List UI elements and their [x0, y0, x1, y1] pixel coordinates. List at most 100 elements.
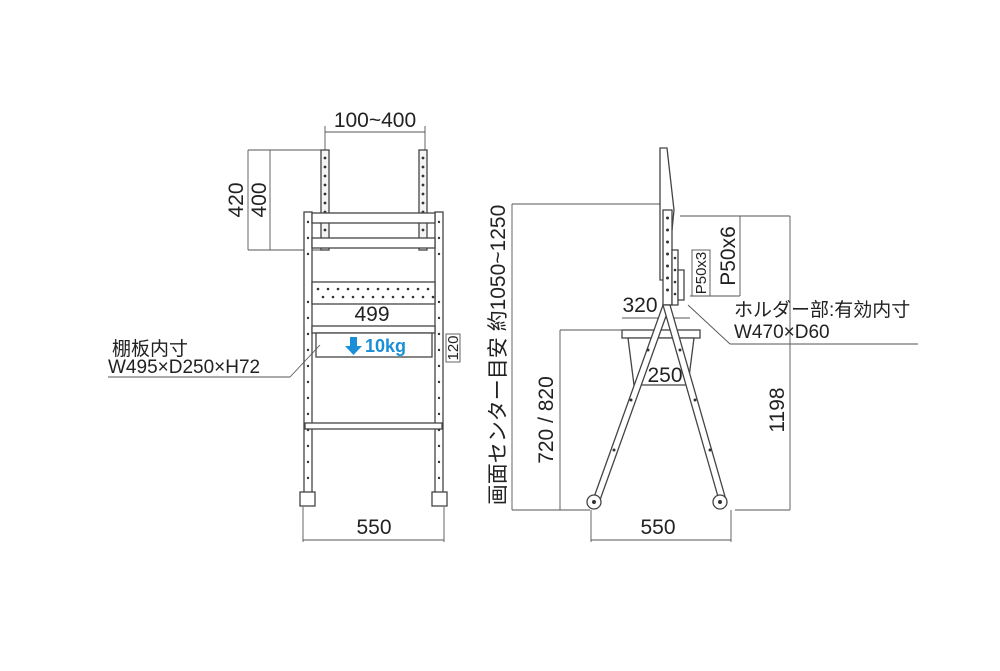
perforation-hole: [401, 295, 405, 299]
perforation-hole: [678, 348, 682, 352]
shelf-height-label: 720 / 820: [535, 376, 558, 464]
holder-size: W470×D60: [734, 322, 830, 343]
vesa-brackets: [320, 149, 428, 251]
perforation-hole: [421, 183, 425, 187]
perforation-hole: [437, 252, 441, 256]
front-view: 100~400 420 400: [108, 109, 462, 542]
perforation-hole: [666, 228, 669, 232]
perforation-hole: [306, 316, 310, 320]
shelf-inner-size: W495×D250×H72: [108, 357, 260, 378]
perforation-hole: [646, 348, 650, 352]
perforation-hole: [673, 268, 677, 272]
perforation-hole: [437, 380, 441, 384]
perforation-hole: [666, 264, 669, 268]
shelf-gap-dimension: 120: [445, 333, 462, 363]
perforation-hole: [437, 348, 441, 352]
perforation-hole: [306, 364, 310, 368]
perforation-hole: [431, 295, 435, 299]
perforation-hole: [437, 316, 441, 320]
holder-title: ホルダー部:有効内寸: [734, 299, 910, 321]
perforation-hole: [396, 287, 400, 291]
perforation-hole: [306, 236, 310, 240]
perforation-hole: [366, 287, 370, 291]
top-depth-dimension: 320: [622, 294, 690, 319]
bracket-outer-height-label: 420: [225, 182, 248, 217]
perforation-hole: [351, 295, 355, 299]
perforation-hole: [323, 174, 327, 178]
perforation-hole: [666, 288, 669, 292]
perforation-hole: [406, 287, 410, 291]
perforation-hole: [306, 396, 310, 400]
perforation-hole: [323, 201, 327, 205]
perforation-hole: [386, 287, 390, 291]
perforation-hole: [437, 220, 441, 224]
perforation-hole: [306, 412, 310, 416]
perforation-hole: [673, 280, 677, 284]
perforation-hole: [437, 428, 441, 432]
perforation-hole: [391, 295, 395, 299]
shelf-width-label: 499: [354, 303, 389, 326]
perforation-hole: [316, 287, 320, 291]
perforation-hole: [437, 412, 441, 416]
perforation-hole: [323, 228, 327, 232]
screen-center-label: 画面センター目安 約1050~1250: [487, 205, 510, 506]
perforation-hole: [629, 398, 633, 402]
perforation-hole: [437, 364, 441, 368]
perforation-hole: [673, 256, 677, 260]
perforation-hole: [341, 295, 345, 299]
perforation-hole: [708, 448, 712, 452]
perforation-hole: [421, 192, 425, 196]
perforation-hole: [426, 287, 430, 291]
perforation-hole: [376, 287, 380, 291]
side-legs: [586, 304, 728, 510]
top-depth-label: 320: [622, 294, 657, 317]
arrow-down-icon: [345, 337, 362, 355]
perforation-hole: [361, 295, 365, 299]
perforation-hole: [323, 192, 327, 196]
vesa-width-dimension: 100~400: [324, 109, 426, 150]
pitch-dimensions: P50x6 P50x3: [680, 215, 790, 297]
perforation-hole: [306, 476, 310, 480]
side-base-width-dimension: 550: [590, 510, 732, 542]
vesa-width-label: 100~400: [334, 109, 416, 132]
side-base-width-label: 550: [640, 516, 675, 539]
perforation-hole: [437, 236, 441, 240]
side-view: 画面センター目安 約1050~1250 P50x6 P50x3 1198: [487, 147, 918, 542]
load-marker: 10kg: [345, 336, 406, 356]
perforation-hole: [421, 156, 425, 160]
perforation-hole: [326, 287, 330, 291]
shelf-depth-label: 250: [647, 364, 682, 387]
perforation-hole: [421, 174, 425, 178]
perforation-hole: [666, 240, 669, 244]
perforation-hole: [421, 228, 425, 232]
perforation-hole: [666, 252, 669, 256]
perforation-hole: [306, 428, 310, 432]
perforation-hole: [437, 476, 441, 480]
perforation-hole: [693, 398, 697, 402]
perforation-hole: [336, 287, 340, 291]
perforation-hole: [437, 300, 441, 304]
perforation-hole: [323, 165, 327, 169]
load-label: 10kg: [365, 336, 406, 356]
total-height-dimension: 1198: [735, 216, 791, 511]
perforation-hole: [421, 165, 425, 169]
holder-callout: ホルダー部:有効内寸 W470×D60: [687, 299, 918, 345]
front-base-width-label: 550: [356, 516, 391, 539]
perforation-hole: [673, 292, 677, 296]
perforation-hole: [421, 295, 425, 299]
perforation-hole: [306, 444, 310, 448]
mount-column: [662, 209, 685, 306]
perforation-hole: [331, 295, 335, 299]
bracket-height-dimension: 420 400: [225, 149, 322, 251]
perforation-hole: [356, 287, 360, 291]
perforation-hole: [346, 287, 350, 291]
shelf-height-dimension: 720 / 820: [535, 329, 622, 510]
pitch-6-label: P50x6: [717, 226, 740, 286]
perforation-hole: [306, 460, 310, 464]
perforation-hole: [306, 300, 310, 304]
perforation-hole: [411, 295, 415, 299]
total-height-label: 1198: [766, 387, 789, 432]
shelf-inner-title: 棚板内寸: [112, 338, 188, 360]
